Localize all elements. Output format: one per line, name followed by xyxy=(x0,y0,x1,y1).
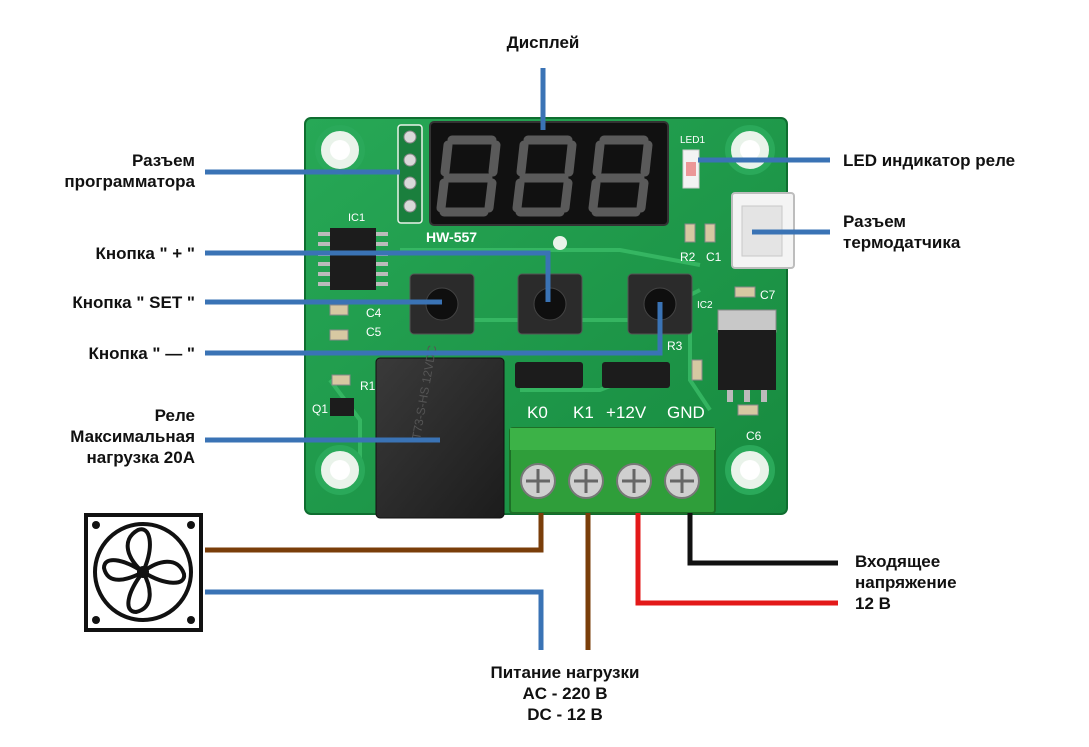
terminal-label-gnd: GND xyxy=(667,403,705,422)
diode-d2 xyxy=(602,362,670,388)
wire-red-12v xyxy=(635,513,838,606)
terminal-screw[interactable] xyxy=(616,463,652,499)
diode-d1 xyxy=(515,362,583,388)
label-button-set: Кнопка " SET " xyxy=(72,293,195,312)
leader-button-minus xyxy=(205,302,663,356)
silk-c6: C6 xyxy=(746,429,762,443)
silk-r1: R1 xyxy=(360,379,376,393)
programmer-header xyxy=(397,124,423,224)
led-indicator xyxy=(682,149,700,189)
voltage-regulator xyxy=(717,309,777,402)
wire-brown-fan xyxy=(205,513,544,553)
silk-q1: Q1 xyxy=(312,402,328,416)
silk-ic2: IC2 xyxy=(697,300,713,311)
terminal-screw[interactable] xyxy=(520,463,556,499)
relay: T73-S-HS 12VDC xyxy=(375,344,505,519)
silk-c7: C7 xyxy=(760,288,776,302)
label-load-power: Питание нагрузки AC - 220 В DC - 12 В xyxy=(490,663,640,724)
mounting-hole xyxy=(725,445,775,495)
terminal-screw[interactable] xyxy=(664,463,700,499)
ic1-chip xyxy=(318,228,388,290)
leader-load-blue xyxy=(205,589,544,650)
label-relay: Реле Максимальная нагрузка 20А xyxy=(70,406,195,467)
terminal-label-k1: K1 xyxy=(573,403,594,422)
label-programmer-connector: Разъем программатора xyxy=(64,151,195,191)
label-led-relay: LED индикатор реле xyxy=(843,151,1016,170)
wire-black-gnd xyxy=(687,513,838,566)
silk-c4: C4 xyxy=(366,306,382,320)
silk-c5: C5 xyxy=(366,325,382,339)
leader-button-plus xyxy=(205,250,551,302)
button-plus-switch[interactable] xyxy=(517,273,583,335)
pcb-board: IC1 HW-557 LED1 R2 C1 C7 C4 C5 R1 xyxy=(304,117,795,519)
mounting-hole xyxy=(725,125,775,175)
silk-ic1: IC1 xyxy=(348,212,365,224)
label-input-voltage: Входящее напряжение 12 В xyxy=(855,552,957,613)
terminal-screw[interactable] xyxy=(568,463,604,499)
silk-r3: R3 xyxy=(667,339,683,353)
terminal-label-k0: K0 xyxy=(527,403,548,422)
label-button-minus: Кнопка " — " xyxy=(88,344,195,363)
silk-r2: R2 xyxy=(680,250,696,264)
label-sensor-connector: Разъем термодатчика xyxy=(843,212,961,252)
mounting-hole xyxy=(315,445,365,495)
silk-c1: C1 xyxy=(706,250,722,264)
terminal-label-12v: +12V xyxy=(606,403,647,422)
via-hole xyxy=(553,236,567,250)
label-display: Дисплей xyxy=(506,33,580,52)
seven-segment-display xyxy=(429,121,669,226)
silk-model: HW-557 xyxy=(426,229,477,245)
silk-led: LED1 xyxy=(680,135,705,146)
terminal-block xyxy=(509,427,716,514)
transistor-q1 xyxy=(330,398,354,416)
mounting-hole xyxy=(315,125,365,175)
fan-icon xyxy=(84,513,203,632)
label-button-plus: Кнопка " + " xyxy=(95,244,195,263)
